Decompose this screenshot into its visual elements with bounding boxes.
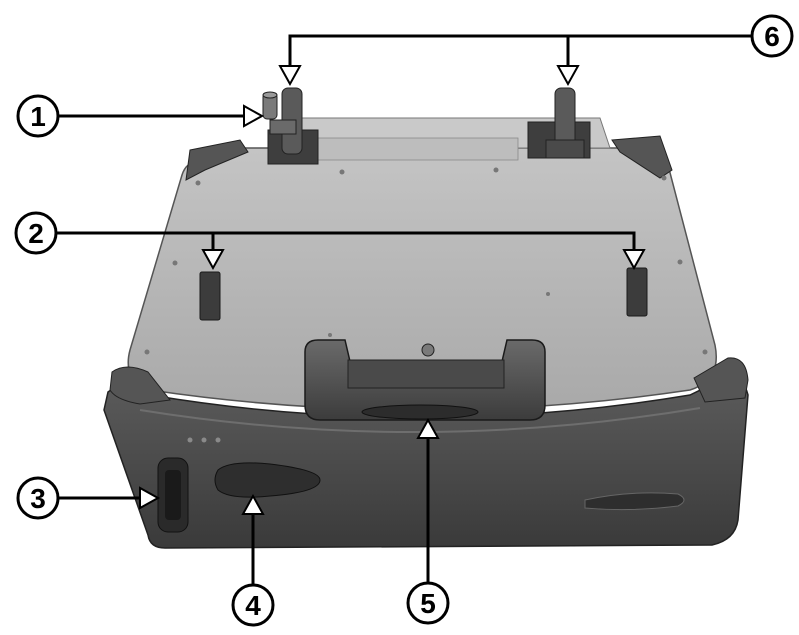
side-slot: [158, 458, 188, 532]
callout-5: 5: [408, 583, 448, 623]
callout-3: 3: [18, 478, 58, 518]
svg-text:6: 6: [764, 21, 780, 52]
holder-bracket-right: [528, 88, 590, 158]
callout-6: 6: [752, 16, 792, 56]
svg-text:2: 2: [28, 218, 44, 249]
callout-1: 1: [18, 96, 58, 136]
callout-4: 4: [233, 585, 273, 625]
svg-text:1: 1: [30, 101, 46, 132]
device-support-left: [200, 272, 220, 320]
callout-2: 2: [16, 213, 56, 253]
clamp-knob: [263, 92, 277, 119]
svg-text:3: 3: [30, 483, 46, 514]
svg-text:4: 4: [245, 590, 261, 621]
device-support-right: [627, 268, 647, 316]
carry-handle: [305, 340, 545, 420]
center-screw: [422, 344, 434, 356]
svg-text:5: 5: [420, 588, 436, 619]
